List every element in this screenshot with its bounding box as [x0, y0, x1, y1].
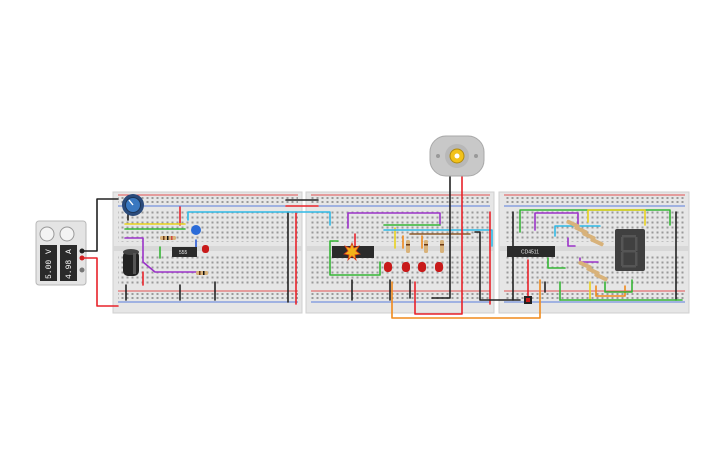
counter-chip-2-label: CD4511 — [521, 250, 539, 256]
wire-black-psu[interactable] — [83, 198, 119, 252]
psu-terminal-negative[interactable] — [79, 248, 85, 254]
voltage-unit: V — [45, 249, 54, 254]
wire-purple-3c[interactable] — [567, 237, 576, 247]
wire-cyan-1[interactable] — [187, 211, 331, 226]
current-knob[interactable] — [59, 226, 75, 242]
resistor-3[interactable] — [406, 240, 410, 253]
timer-chip[interactable]: 555 — [172, 247, 197, 257]
wire-purple-2[interactable] — [347, 212, 441, 229]
led-red-2[interactable] — [384, 262, 392, 272]
psu-terminal-positive[interactable] — [79, 255, 85, 261]
psu-terminal-ground[interactable] — [79, 267, 85, 273]
wire-purple-1[interactable] — [124, 237, 199, 273]
led-red-5[interactable] — [435, 262, 443, 272]
potentiometer[interactable] — [122, 194, 144, 216]
wire-yellow-3[interactable] — [587, 209, 646, 226]
wire-purple-3[interactable] — [534, 212, 579, 231]
wire-cyan-2[interactable] — [383, 229, 493, 247]
wire-green-3b[interactable] — [547, 257, 566, 269]
current-readout: 4.98 — [65, 260, 74, 279]
timer-chip-label: 555 — [179, 250, 188, 256]
resistor-array-upper[interactable] — [566, 219, 604, 247]
wire-black-loop[interactable] — [474, 231, 521, 301]
wire-green-2[interactable] — [329, 240, 381, 276]
counter-chip-2[interactable]: CD4511 — [507, 246, 555, 257]
wire-orange-loop[interactable] — [391, 279, 541, 319]
pushbutton[interactable] — [524, 296, 532, 304]
wire-green-3c[interactable] — [604, 279, 633, 293]
resistor-4[interactable] — [424, 240, 428, 253]
spark-icon — [343, 241, 361, 262]
resistor-2[interactable] — [196, 271, 208, 275]
power-supply[interactable]: 5.00 V 4.98 A — [35, 220, 87, 286]
led-red-1[interactable] — [202, 245, 209, 253]
voltage-knob[interactable] — [39, 226, 55, 242]
capacitor-ceramic[interactable] — [191, 225, 201, 235]
resistor-5[interactable] — [440, 240, 444, 253]
voltage-readout: 5.00 — [45, 260, 54, 279]
wire-black-motor[interactable] — [431, 175, 451, 299]
seven-segment-display[interactable] — [615, 229, 645, 271]
resistor-array-lower[interactable] — [578, 260, 608, 282]
led-red-3[interactable] — [402, 262, 410, 272]
current-unit: A — [65, 249, 74, 254]
capacitor-electrolytic[interactable] — [123, 249, 139, 276]
led-red-4[interactable] — [418, 262, 426, 272]
wire-red-psu[interactable] — [83, 257, 119, 307]
wire-red-motor[interactable] — [414, 175, 463, 315]
wire-orange-3[interactable] — [595, 285, 626, 297]
dc-motor[interactable] — [429, 135, 485, 177]
resistor-1[interactable] — [160, 236, 176, 240]
wire-cyan-3[interactable] — [554, 225, 601, 237]
wires — [83, 175, 683, 319]
